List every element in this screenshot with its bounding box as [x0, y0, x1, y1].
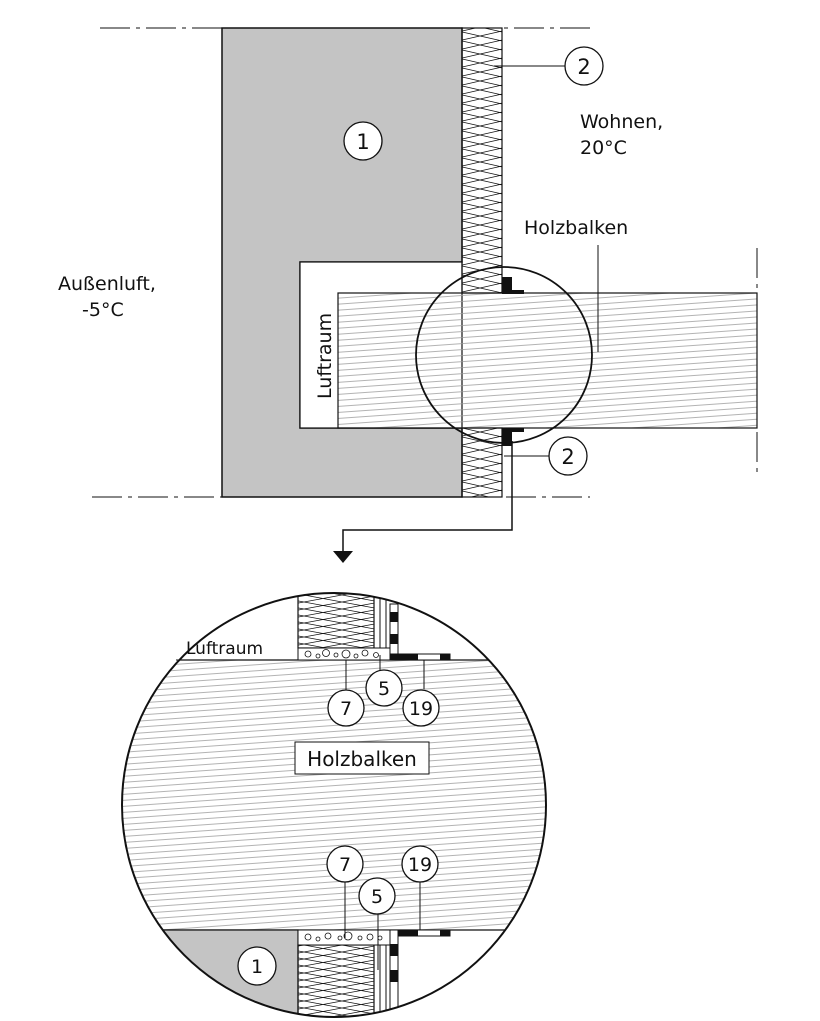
detail-callout-19-lower: 19	[408, 854, 432, 876]
detail-callout-1: 1	[251, 956, 263, 978]
detail-leader	[342, 441, 513, 552]
seal-bracket-lower	[502, 428, 524, 446]
detail-callout-19-upper-circle	[402, 689, 440, 727]
outside-label-line1: Außenluft,	[58, 273, 156, 295]
detail-callout-1-circle	[237, 946, 277, 986]
outside-label-line2: -5°C	[82, 299, 124, 321]
detail-arrow-icon	[333, 551, 353, 563]
detail-callout-7-lower: 7	[339, 854, 351, 876]
callout-2-lower-circle	[548, 436, 588, 476]
detail-callout-7-upper-circle	[327, 689, 365, 727]
air-space-label-detail: Luftraum	[186, 639, 263, 659]
detail-callout-5-upper: 5	[378, 678, 390, 700]
detail-insulation-lower	[297, 944, 375, 1017]
callout-1-wall-circle	[343, 121, 383, 161]
detail-callout-19-upper: 19	[409, 698, 433, 720]
callout-1-wall: 1	[356, 130, 369, 154]
detail-view	[122, 593, 546, 1017]
detail-circle-marker	[415, 266, 593, 444]
beam-label-top: Holzbalken	[524, 217, 628, 239]
beam-label-detail-box	[294, 741, 430, 775]
inside-label-line2: 20°C	[580, 137, 627, 159]
detail-fill-upper	[297, 647, 391, 661]
wooden-beam	[337, 292, 758, 429]
detail-circle-outline	[121, 592, 547, 1018]
insulation-lower	[461, 427, 503, 498]
callout-2-upper-circle	[564, 46, 604, 86]
callout-2-lower: 2	[561, 445, 574, 469]
callout-2-upper: 2	[577, 55, 590, 79]
inside-label-line1: Wohnen,	[580, 111, 663, 133]
air-space-label-top: Luftraum	[314, 313, 336, 399]
detail-callout-5-upper-circle	[365, 669, 403, 707]
detail-insulation-upper	[297, 593, 375, 649]
detail-callout-5-lower: 5	[371, 886, 383, 908]
detail-callout-7-lower-circle	[326, 845, 364, 883]
seal-bracket-upper	[502, 277, 524, 294]
detail-callout-19-lower-circle	[401, 845, 439, 883]
insulation-upper	[461, 27, 503, 294]
detail-callout-7-upper: 7	[340, 698, 352, 720]
detail-callout-5-lower-circle	[358, 877, 396, 915]
beam-label-detail: Holzbalken	[307, 747, 417, 771]
